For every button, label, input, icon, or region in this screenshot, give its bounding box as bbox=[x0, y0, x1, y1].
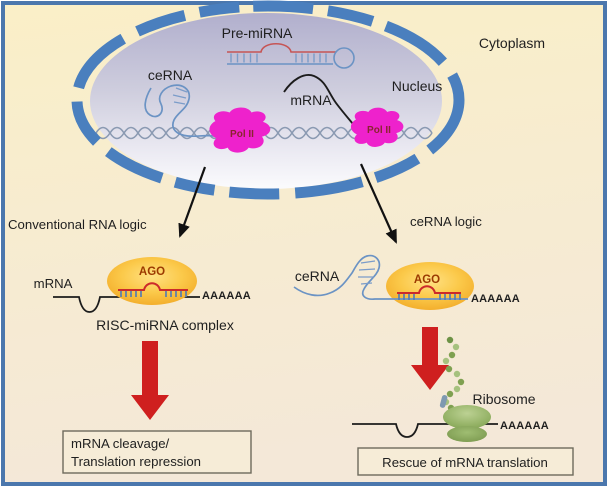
outcome-box-right bbox=[357, 447, 574, 476]
cerna-hairpin-basepairs bbox=[358, 260, 376, 285]
mirna-left-basepairs bbox=[120, 291, 187, 297]
ago-right-label: AGO bbox=[414, 274, 440, 286]
pol2-right-label: Pol II bbox=[367, 125, 391, 136]
nuclear-envelope bbox=[71, 0, 465, 200]
nucleus-label: Nucleus bbox=[392, 78, 443, 94]
cerna-nucleus-label: ceRNA bbox=[148, 67, 193, 83]
pre-mirna-label: Pre-miRNA bbox=[222, 25, 293, 41]
ribosome-label: Ribosome bbox=[472, 391, 535, 407]
ago-complex-left bbox=[107, 257, 197, 305]
cytoplasm-label: Cytoplasm bbox=[479, 35, 545, 51]
pre-mirna-terminal-loop bbox=[333, 47, 355, 69]
mrna-left-label: mRNA bbox=[34, 276, 73, 291]
mirna-right bbox=[397, 285, 461, 294]
polya-right-top: AAAAAA bbox=[471, 293, 520, 305]
ago-left-label: AGO bbox=[139, 266, 165, 278]
outcome-box-left bbox=[62, 430, 252, 474]
right-pathway: AGO ceRNA AAAAAA Ribosome AAAAAA bbox=[293, 254, 574, 476]
cerna-right-label: ceRNA bbox=[295, 268, 340, 284]
mrna-curve-nucleus bbox=[283, 74, 354, 125]
pol2-left-label: Pol II bbox=[230, 129, 254, 140]
mirna-left bbox=[118, 282, 188, 291]
mrna-line-right bbox=[352, 423, 498, 438]
branch-right-label: ceRNA logic bbox=[410, 214, 482, 229]
cerna-squiggle-nucleus bbox=[144, 84, 219, 138]
trna-connector bbox=[439, 394, 448, 408]
mirna-right-basepairs bbox=[398, 294, 461, 300]
red-arrow-right bbox=[411, 327, 449, 390]
branch-arrow-left bbox=[178, 166, 207, 238]
risc-complex-label: RISC-miRNA complex bbox=[96, 317, 234, 333]
mrna-line-left bbox=[53, 296, 200, 313]
ribosome bbox=[443, 405, 491, 442]
outcome-left-line1: mRNA cleavage/ bbox=[71, 436, 170, 451]
left-pathway: AGO mRNA AAAAAA RISC-miRNA complex mRNA … bbox=[34, 257, 252, 474]
branch-left-label: Conventional RNA logic bbox=[8, 217, 147, 232]
branch-arrow-right bbox=[359, 163, 398, 244]
outcome-right-text: Rescue of mRNA translation bbox=[382, 455, 548, 470]
pre-mirna-hairpin bbox=[227, 42, 355, 69]
polya-right-bottom: AAAAAA bbox=[500, 420, 549, 432]
outcome-left-line2: Translation repression bbox=[71, 454, 201, 469]
red-arrow-left bbox=[131, 341, 169, 420]
mrna-nucleus-label: mRNA bbox=[290, 92, 332, 108]
cerna-squiggle-right bbox=[293, 254, 468, 300]
polya-left: AAAAAA bbox=[202, 290, 251, 302]
